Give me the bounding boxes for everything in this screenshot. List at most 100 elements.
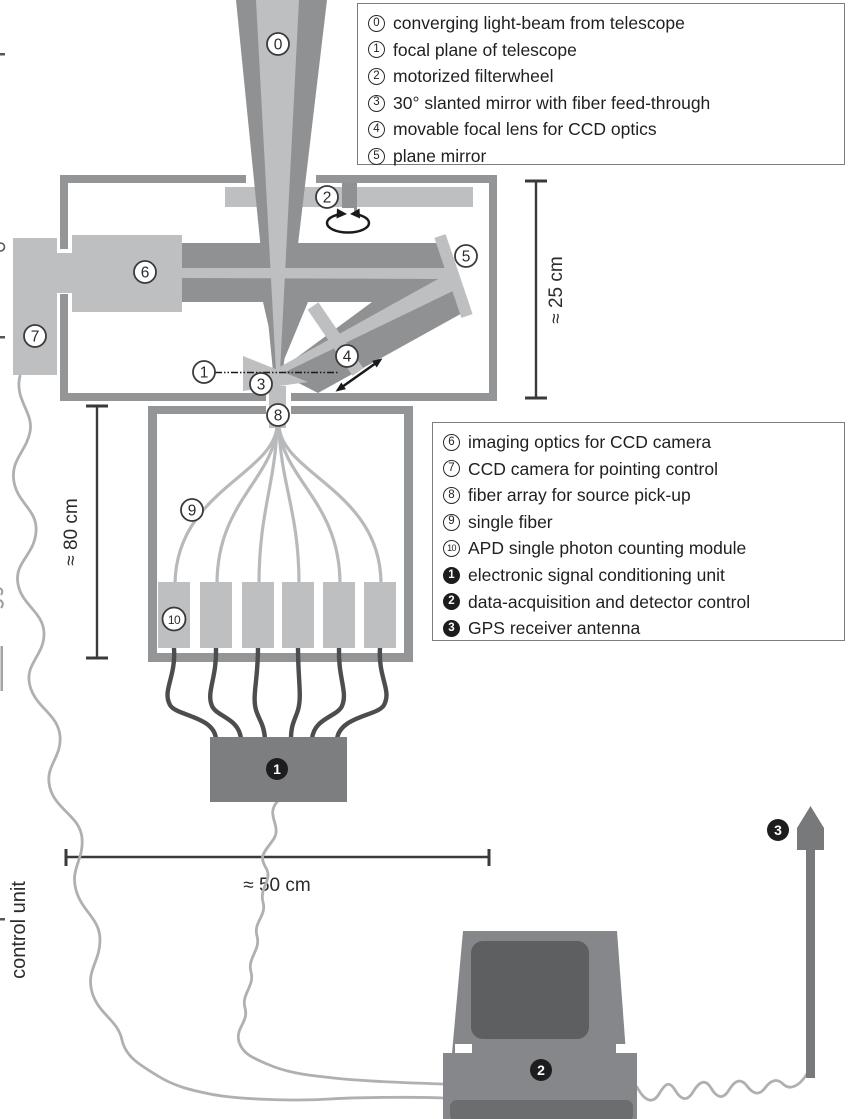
- legend-label: data-acquisition and detector control: [468, 591, 751, 612]
- legend-marker: 10: [443, 540, 460, 558]
- svg-text:1: 1: [273, 761, 281, 777]
- apd-modules: [158, 582, 396, 648]
- legend-item: 5 plane mirror: [368, 143, 836, 170]
- legend-item: 1 focal plane of telescope: [368, 37, 836, 64]
- svg-text:6: 6: [141, 265, 150, 282]
- svg-text:9: 9: [188, 503, 197, 520]
- apd-signal-cables: [165, 645, 389, 742]
- svg-text:1: 1: [200, 365, 209, 382]
- apd-module: [282, 582, 314, 648]
- marker-3: 3: [249, 372, 273, 396]
- lid-notch-left: [455, 1044, 472, 1053]
- lens-motion-arrow: [335, 358, 383, 392]
- svg-text:7: 7: [31, 329, 40, 346]
- dimension-50cm: ≈ 50 cm: [64, 849, 491, 896]
- marker-9: 9: [180, 498, 204, 522]
- legend-item: 4 movable focal lens for CCD optics: [368, 116, 836, 143]
- legend-marker: 7: [443, 460, 460, 478]
- legend-label: electronic signal conditioning unit: [468, 564, 725, 585]
- marker-filled-1: 1: [266, 758, 288, 780]
- legend-marker: 1: [443, 566, 460, 584]
- legend-marker: 1: [368, 41, 385, 59]
- marker-5: 5: [454, 244, 478, 268]
- imaging-optics-6: [72, 235, 182, 312]
- lid-notch-right: [616, 1044, 634, 1053]
- legend-label: APD single photon counting module: [468, 538, 747, 559]
- dimension-50cm-label: ≈ 50 cm: [243, 875, 310, 896]
- svg-text:0: 0: [274, 37, 283, 54]
- legend-marker: 3: [443, 619, 460, 637]
- svg-text:3: 3: [774, 822, 782, 838]
- svg-text:5: 5: [462, 249, 471, 266]
- apd-module: [323, 582, 355, 648]
- legend-marker: 3: [368, 94, 385, 112]
- optics-housing-frame: [60, 175, 497, 401]
- legend-marker: 6: [443, 433, 460, 451]
- dimension-80cm-label: ≈ 80 cm: [61, 498, 82, 565]
- fiber-housing-frame: [148, 406, 413, 662]
- marker-1: 1: [192, 360, 216, 384]
- legend-marker: 5: [368, 147, 385, 165]
- legend-item: 8 fiber array for source pick-up: [443, 482, 836, 509]
- marker-2: 2: [315, 185, 339, 209]
- dimension-25cm: ≈ 25 cm: [525, 179, 567, 400]
- legend-label: converging light-beam from telescope: [393, 13, 685, 33]
- svg-text:2: 2: [323, 190, 332, 207]
- legend-item: 2 data-acquisition and detector control: [443, 589, 836, 616]
- legend-label: focal plane of telescope: [393, 39, 577, 60]
- legend-item: 6 imaging optics for CCD camera: [443, 429, 836, 456]
- marker-filled-3: 3: [767, 819, 789, 841]
- svg-text:4: 4: [343, 349, 352, 366]
- cable-unit-to-computer: [236, 800, 445, 1086]
- camera-neck: [55, 253, 74, 293]
- fiber-bundle: [173, 425, 383, 586]
- legend-label: CCD camera for pointing control: [468, 458, 718, 479]
- computer-screen: [471, 941, 589, 1039]
- side-caption-control-unit: control unit: [8, 881, 30, 979]
- beam-core-vertical: [256, 0, 299, 372]
- svg-text:3: 3: [257, 377, 266, 394]
- apd-module: [364, 582, 396, 648]
- legend-label: movable focal lens for CCD optics: [393, 119, 657, 140]
- legend-marker: 4: [368, 121, 385, 139]
- beam-core-horizontal: [182, 268, 452, 279]
- cable-ccd-to-computer: [11, 374, 445, 1102]
- marker-0: 0: [266, 32, 290, 56]
- legend-item: 7 CCD camera for pointing control: [443, 456, 836, 483]
- svg-text:8: 8: [274, 408, 283, 425]
- legend-marker: 8: [443, 486, 460, 504]
- marker-8: 8: [266, 403, 290, 427]
- legend-label: single fiber: [468, 511, 553, 532]
- clipped-text-fragments: [0, 53, 6, 921]
- filterwheel-axle: [342, 179, 357, 212]
- legend-marker: 2: [368, 67, 385, 85]
- dimension-80cm: ≈ 80 cm: [61, 404, 108, 660]
- marker-filled-2: 2: [530, 1059, 552, 1081]
- dimension-25cm-label: ≈ 25 cm: [546, 256, 567, 323]
- svg-text:10: 10: [168, 613, 181, 627]
- marker-7: 7: [23, 324, 47, 348]
- apd-module: [242, 582, 274, 648]
- gps-antenna-3: [797, 806, 824, 1078]
- light-beam-core: [182, 0, 455, 374]
- antenna-head: [797, 806, 824, 850]
- svg-text:2: 2: [537, 1062, 545, 1078]
- legend-label: plane mirror: [393, 145, 487, 166]
- legend-label: imaging optics for CCD camera: [468, 432, 712, 452]
- legend-item: 2 motorized filterwheel: [368, 63, 836, 90]
- legend-marker: 2: [443, 593, 460, 611]
- ccd-camera-7: [13, 238, 57, 375]
- plane-mirror-5: [434, 234, 473, 318]
- legend-label: motorized filterwheel: [393, 66, 554, 87]
- legend-label: fiber array for source pick-up: [468, 485, 691, 506]
- legend-item: 1 electronic signal conditioning unit: [443, 562, 836, 589]
- legend-item: 3 GPS receiver antenna: [443, 615, 836, 642]
- legend-label: GPS receiver antenna: [468, 618, 641, 639]
- marker-6: 6: [133, 260, 157, 284]
- legend-item: 10 APD single photon counting module: [443, 535, 836, 562]
